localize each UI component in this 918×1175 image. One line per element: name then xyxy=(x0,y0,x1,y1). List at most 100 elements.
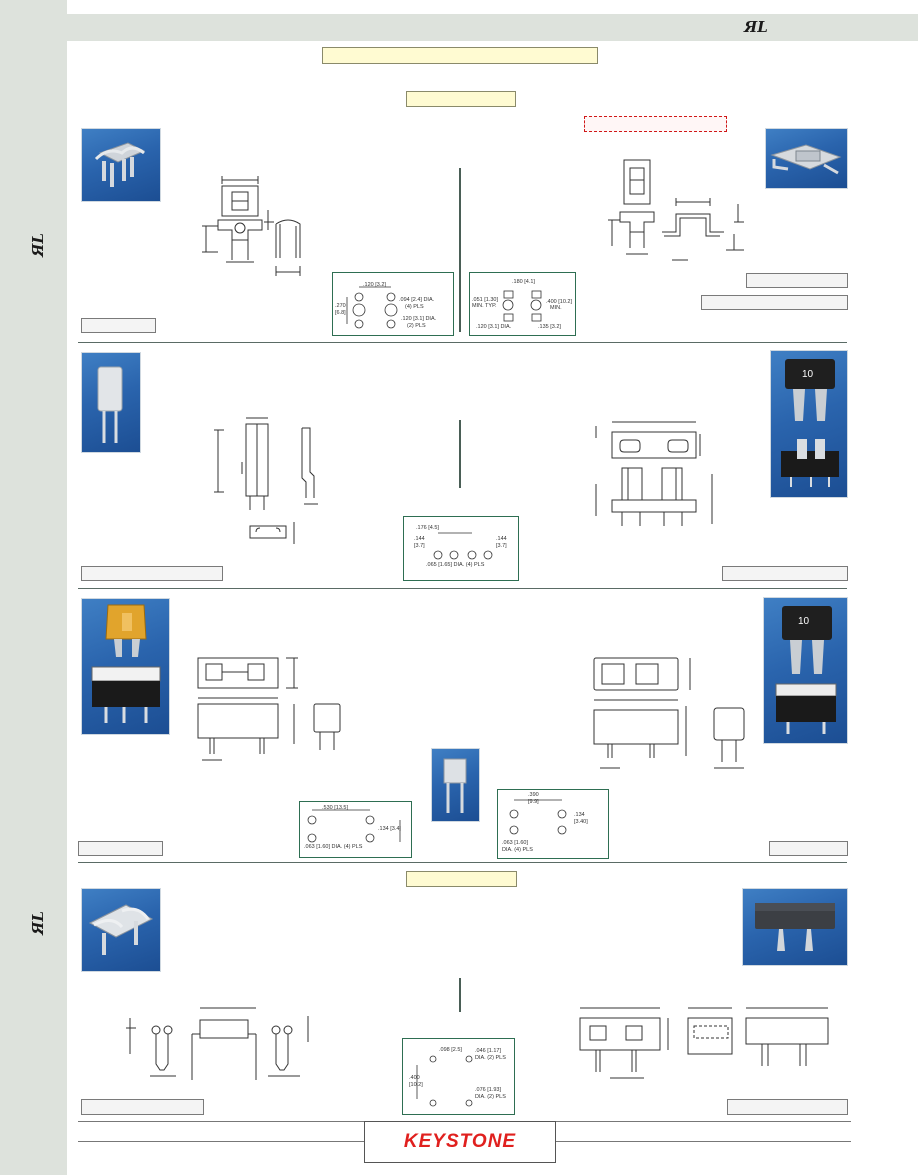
dim-label: MIN. xyxy=(550,305,562,311)
dim-label: MIN. TYP. xyxy=(472,303,497,309)
dim-label: (4) PLS xyxy=(405,304,424,310)
pcb-layout-4: .098 [2.5] .046 [1.17] DIA. (2) PLS .400… xyxy=(402,1038,515,1115)
drawing-mini-holder-top xyxy=(588,416,720,468)
dim-label: .063 [1.60] xyxy=(502,840,528,846)
dim-label: .180 [4.1] xyxy=(512,279,535,285)
section-divider xyxy=(78,342,847,343)
pcb-layout-3-left: .530 [13.5] .134 [3.4] .063 [1.60] DIA. … xyxy=(299,801,412,858)
dim-label: [9.9] xyxy=(528,799,539,805)
drawing-clip-side-right xyxy=(256,1004,326,1086)
drawing-mini-holder-side-2 xyxy=(708,706,752,772)
dim-label: .390 xyxy=(528,792,539,798)
keystone-logo-text: KEYSTONE xyxy=(403,1131,517,1152)
product-photo-mini-fuse-holder-2: 10 xyxy=(763,597,848,744)
highlight-bar-red xyxy=(584,116,727,132)
drawing-ato-holder-top xyxy=(190,652,302,694)
part-label-box xyxy=(81,566,223,581)
dim-label: .094 [2.4] DIA. xyxy=(399,297,435,303)
part-label-box xyxy=(727,1099,848,1115)
dim-label: .144 xyxy=(496,536,507,542)
dim-label: .098 [2.5] xyxy=(439,1047,462,1053)
dim-label: .134 [3.4] xyxy=(378,826,401,832)
dim-label: .120 [3.1] DIA. xyxy=(476,324,512,330)
part-label-box xyxy=(78,841,163,856)
dim-label: .400 xyxy=(409,1075,420,1081)
drawing-fuse-clip-front-2 xyxy=(608,154,668,266)
section-title-bar-2 xyxy=(406,871,517,887)
drawing-mini-holder-front-2 xyxy=(586,696,698,780)
drawing-block-side xyxy=(684,1004,740,1084)
drawing-block-front xyxy=(740,1004,836,1084)
ul-logo-sidebar-2: ЯL xyxy=(28,911,47,935)
drawing-ato-holder-front xyxy=(190,694,302,768)
part-label-box xyxy=(81,1099,204,1115)
pcb-layout-3-right: .390 [9.9] .134 [3.40] .063 [1.60] DIA. … xyxy=(497,789,609,859)
product-photo-mini-fuse-clip-2 xyxy=(431,748,480,822)
drawing-fuse-clip-side-2 xyxy=(658,190,748,266)
dim-label: (2) PLS xyxy=(407,323,426,329)
dim-label: DIA. (2) PLS xyxy=(475,1055,506,1061)
product-photo-fuse-clip-3 xyxy=(81,888,161,972)
dim-label: .134 xyxy=(574,812,585,818)
pcb-layout-1-left: .120 [3.2] .270 [6.8] .094 [2.4] DIA. (4… xyxy=(332,272,454,336)
dim-label: DIA. (4) PLS xyxy=(502,847,533,853)
drawing-mini-clip-top xyxy=(244,518,308,548)
drawing-fuse-clip-front xyxy=(196,166,296,276)
dim-label: .400 [10.2] xyxy=(546,299,572,305)
product-photo-fuse-clip-2 xyxy=(765,128,848,189)
drawing-fuse-clip-side xyxy=(262,206,312,276)
part-label-box xyxy=(722,566,848,581)
part-label-box xyxy=(746,273,848,288)
drawing-block-top xyxy=(570,1004,680,1088)
svg-text:10: 10 xyxy=(798,616,810,627)
part-label-box xyxy=(81,318,156,333)
ul-logo-sidebar-1: ЯL xyxy=(28,233,47,257)
section-divider xyxy=(78,862,847,863)
dim-label: .076 [1.93] xyxy=(475,1087,501,1093)
svg-text:10: 10 xyxy=(802,369,814,380)
part-label-box xyxy=(769,841,848,856)
keystone-logo: KEYSTONE xyxy=(364,1121,556,1163)
product-photo-fuse-block xyxy=(742,888,848,966)
section-4-divider-vertical xyxy=(459,978,461,1012)
dim-label: .120 [3.1] DIA. xyxy=(401,316,437,322)
product-photo-mini-fuse-holder: 10 xyxy=(770,350,848,498)
dim-label: .270 xyxy=(335,303,346,309)
drawing-ato-holder-side xyxy=(308,700,348,760)
dim-label: .176 [4.5] xyxy=(416,525,439,531)
dim-label: [10.2] xyxy=(409,1082,423,1088)
product-photo-fuse-clip-1 xyxy=(81,128,161,202)
dim-label: .120 [3.2] xyxy=(363,282,386,288)
dim-label: [6.8] xyxy=(335,310,346,316)
dim-label: [3.40] xyxy=(574,819,588,825)
left-sidebar xyxy=(0,0,67,1175)
drawing-clip-front xyxy=(188,1004,268,1086)
pcb-layout-1-right: .180 [4.1] .051 [1.30] MIN. TYP. .400 [1… xyxy=(469,272,576,336)
dim-label: .063 [1.60] DIA. (4) PLS xyxy=(304,844,363,850)
dim-label: .530 [13.5] xyxy=(322,805,348,811)
dim-label: .046 [1.17] xyxy=(475,1048,501,1054)
product-photo-ato-fuse-holder xyxy=(81,598,170,735)
section-divider xyxy=(78,588,847,589)
section-1-divider-vertical xyxy=(459,168,461,332)
drawing-mini-clip-front xyxy=(210,412,280,522)
product-photo-mini-fuse-clip xyxy=(81,352,141,453)
dim-label: [3.7] xyxy=(496,543,507,549)
header-bar xyxy=(67,14,918,41)
dim-label: [3.7] xyxy=(414,543,425,549)
top-strip xyxy=(67,0,918,14)
pcb-layout-2: .176 [4.5] .144 [3.7] .144 [3.7] .065 [1… xyxy=(403,516,519,581)
dim-label: DIA. (2) PLS xyxy=(475,1094,506,1100)
drawing-mini-clip-side xyxy=(284,412,334,512)
drawing-mini-holder-top-2 xyxy=(586,654,698,694)
dim-label: .135 [3.2] xyxy=(538,324,561,330)
dim-label: .065 [1.65] DIA. (4) PLS xyxy=(426,562,485,568)
ul-logo-header: ЯL xyxy=(744,18,768,36)
page-title-bar xyxy=(322,47,598,64)
drawing-clip-side-left xyxy=(120,1004,190,1086)
section-2-divider-vertical xyxy=(459,420,461,488)
drawing-mini-holder-front xyxy=(588,464,720,538)
section-title-bar-1 xyxy=(406,91,516,107)
dim-label: .051 [1.30] xyxy=(472,297,498,303)
dim-label: .144 xyxy=(414,536,425,542)
